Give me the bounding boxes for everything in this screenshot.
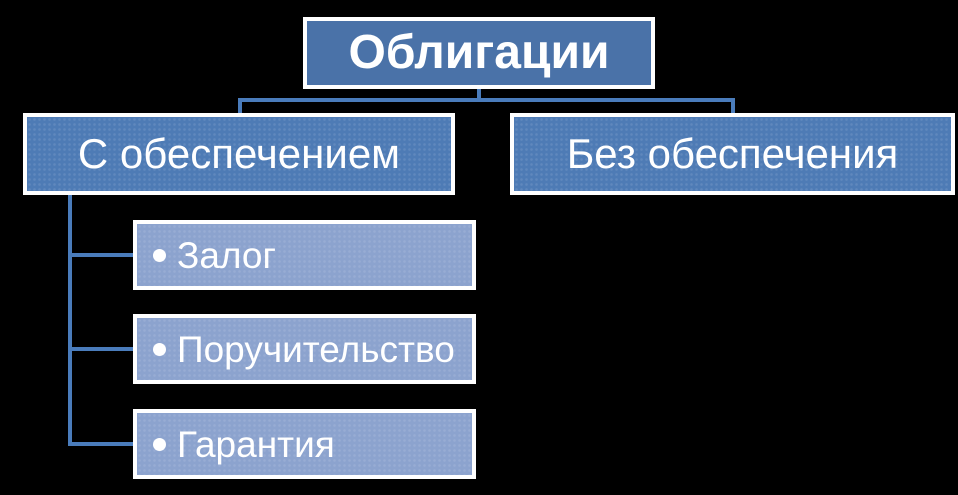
leaf-node-pledge: Залог <box>133 220 476 290</box>
bullet-icon <box>153 342 166 356</box>
root-node-label: Облигации <box>348 26 610 79</box>
root-node-bonds: Облигации <box>303 17 655 89</box>
branch-node-secured: С обеспечением <box>23 113 455 195</box>
connector-left-stub <box>238 98 242 113</box>
connector-elbow-1 <box>68 253 133 257</box>
connector-tree-vertical <box>68 195 72 446</box>
connector-right-stub <box>731 98 735 113</box>
connector-elbow-2 <box>68 347 133 351</box>
leaf-node-surety: Поручительство <box>133 314 476 384</box>
connector-horizontal <box>238 98 735 102</box>
leaf-node-label: Поручительство <box>177 328 455 370</box>
bullet-icon <box>153 437 166 451</box>
leaf-node-label: Залог <box>177 234 277 276</box>
bullet-icon <box>153 248 166 262</box>
connector-elbow-3 <box>68 442 133 446</box>
branch-node-unsecured: Без обеспечения <box>510 113 955 195</box>
leaf-node-label: Гарантия <box>177 423 335 465</box>
branch-node-label: Без обеспечения <box>566 130 899 177</box>
branch-node-label: С обеспечением <box>77 130 401 177</box>
leaf-node-guarantee: Гарантия <box>133 409 476 479</box>
connector-root-stub <box>477 89 481 100</box>
